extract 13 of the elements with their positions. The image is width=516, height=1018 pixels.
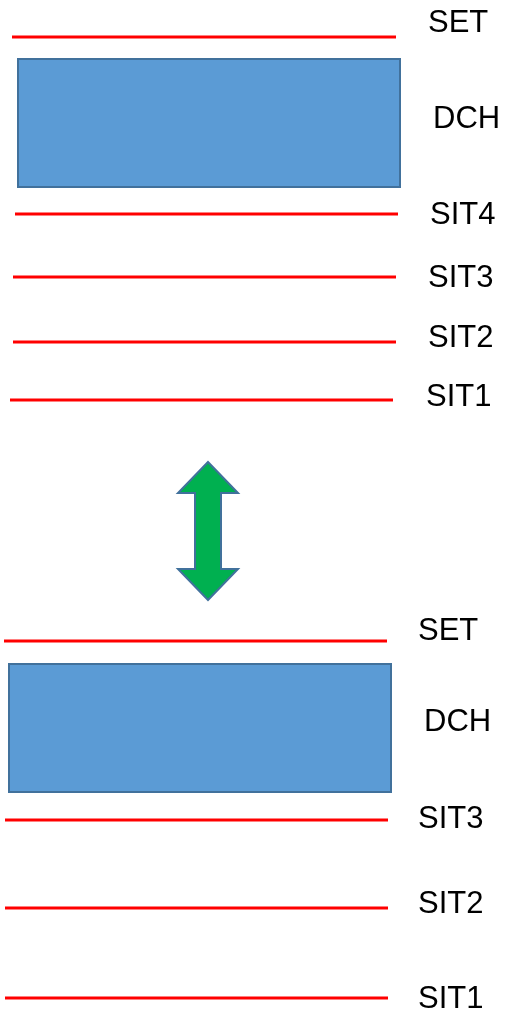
layer-label: DCH <box>433 101 501 135</box>
layer-label: DCH <box>424 704 492 738</box>
layer-label: SIT2 <box>418 886 484 920</box>
layer-label: SIT1 <box>418 981 484 1015</box>
layer-label: SIT3 <box>428 260 494 294</box>
layer-label: SET <box>428 5 489 39</box>
layer-label: SIT4 <box>430 197 496 231</box>
detector-box <box>17 58 401 188</box>
layer-label: SIT3 <box>418 801 484 835</box>
layer-label: SIT2 <box>428 320 494 354</box>
layer-label: SET <box>418 613 479 647</box>
layer-label: SIT1 <box>426 379 492 413</box>
detector-box <box>8 663 392 793</box>
